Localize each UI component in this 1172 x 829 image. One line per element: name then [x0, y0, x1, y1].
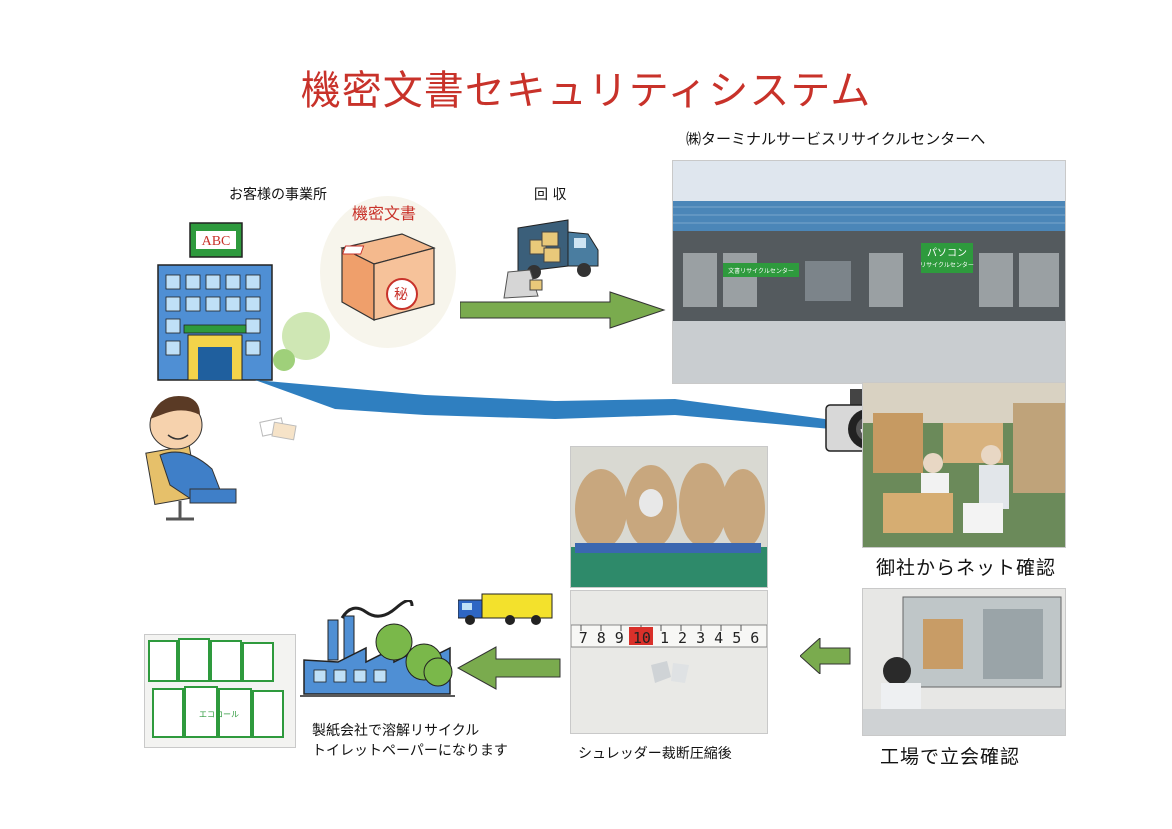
- toilet-paper-photo: エコロール: [144, 634, 296, 748]
- net-confirm-label: 御社からネット確認: [876, 557, 1057, 579]
- customer-person-illustration: [130, 385, 250, 525]
- toilet-roll-brand: エコロール: [199, 710, 239, 719]
- thought-bubbles: [270, 310, 340, 380]
- customer-office-label: お客様の事業所: [229, 187, 327, 203]
- collection-truck-illustration: [500, 210, 600, 300]
- facility-sign-right-1: パソコン: [927, 247, 967, 259]
- left-arrow-icon-2: [456, 645, 562, 691]
- transport-truck-icon: [458, 592, 554, 628]
- net-confirm-photo: [862, 382, 1066, 548]
- paper-factory-illustration: [300, 600, 455, 710]
- ruler-digits: 7 8 9 10 1 2 3 4 5 6: [579, 629, 760, 647]
- facility-sign-left: 文書リサイクルセンター: [728, 267, 794, 275]
- paper-recycle-label-1: 製紙会社で溶解リサイクル: [312, 723, 480, 739]
- shred-ruler-photo: 7 8 9 10 1 2 3 4 5 6: [570, 590, 768, 734]
- recycle-center-photo: 文書リサイクルセンター パソコン リサイクルセンター: [672, 160, 1066, 384]
- building-sign-text: ABC: [202, 234, 231, 249]
- shredded-bales-photo: [570, 446, 768, 588]
- confidential-box-cloud: [318, 190, 458, 350]
- collection-arrow-icon: [460, 290, 666, 330]
- confidential-docs-label: 機密文書: [352, 204, 417, 223]
- secret-stamp-text: 秘: [394, 287, 408, 303]
- factory-confirm-label: 工場で立会確認: [880, 746, 1021, 768]
- collection-label: 回 収: [534, 187, 567, 203]
- office-building-illustration: ABC: [150, 215, 280, 385]
- factory-confirm-photo: [862, 588, 1066, 736]
- paper-recycle-label-2: トイレットペーパーになります: [312, 743, 508, 759]
- shred-compress-label: シュレッダー裁断圧縮後: [578, 746, 732, 762]
- paper-sheets-icon: [255, 410, 301, 446]
- page-title: 機密文書セキュリティシステム: [300, 68, 872, 114]
- left-arrow-icon-1: [800, 638, 852, 674]
- facility-sign-right-2: リサイクルセンター: [920, 261, 974, 269]
- destination-label: ㈱ターミナルサービスリサイクルセンターへ: [686, 130, 986, 148]
- network-flow-line: [255, 375, 835, 435]
